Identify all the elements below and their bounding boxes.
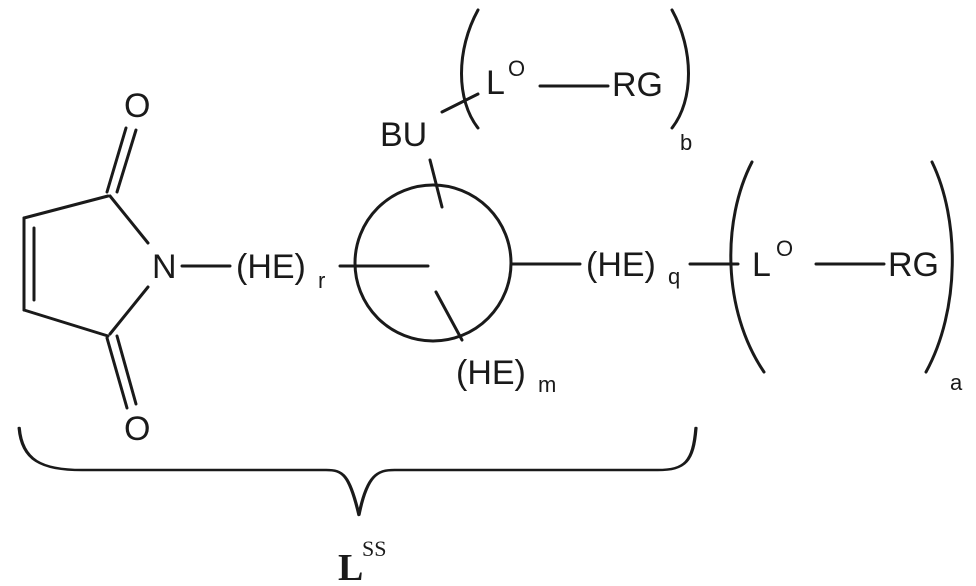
brace-label-main: L xyxy=(338,547,363,586)
bond-bu-linker xyxy=(440,92,480,114)
multiplier-a: a xyxy=(950,370,963,395)
paren-left-right xyxy=(729,160,766,374)
he-bottom-group: (HE) xyxy=(456,354,526,392)
carbonyl-bond-top-a xyxy=(105,126,128,194)
maleimide-ring: O O N xyxy=(22,87,177,448)
reactive-group-right: RG xyxy=(888,246,939,284)
linker-top-sup: O xyxy=(508,56,525,81)
bond-ring-he-bottom xyxy=(434,290,464,342)
he-left-group: (HE) xyxy=(236,248,306,286)
ring-bond-bottom xyxy=(22,308,110,338)
he-bottom-subscript: m xyxy=(538,372,556,397)
multiplier-b: b xyxy=(680,130,692,155)
branching-unit-label: BU xyxy=(380,116,427,154)
paren-right-top xyxy=(670,8,690,130)
brace-label-sup: SS xyxy=(362,536,386,561)
he-right-subscript: q xyxy=(668,264,680,289)
oxygen-bottom: O xyxy=(124,410,150,448)
he-right-group: (HE) xyxy=(586,246,656,284)
carbonyl-bond-bottom-a xyxy=(105,336,129,410)
linker-right: L xyxy=(752,246,771,284)
paren-left-top xyxy=(460,8,480,130)
ring-bond-bottom-n xyxy=(108,285,150,336)
ring-bond-top xyxy=(22,194,110,220)
oxygen-top: O xyxy=(124,87,150,125)
underbrace xyxy=(17,426,698,517)
ring-bond-top-n xyxy=(108,194,150,245)
linker-top: L xyxy=(486,64,505,102)
carbonyl-bond-bottom-b xyxy=(115,334,138,406)
bond-ring-bu xyxy=(428,158,444,209)
he-left-subscript: r xyxy=(318,268,325,293)
core-ring-circle xyxy=(353,183,513,343)
linker-right-sup: O xyxy=(776,236,793,261)
paren-right-right xyxy=(924,160,954,374)
carbonyl-bond-top-b xyxy=(115,128,138,194)
nitrogen: N xyxy=(152,248,177,286)
reactive-group-top: RG xyxy=(612,66,663,104)
